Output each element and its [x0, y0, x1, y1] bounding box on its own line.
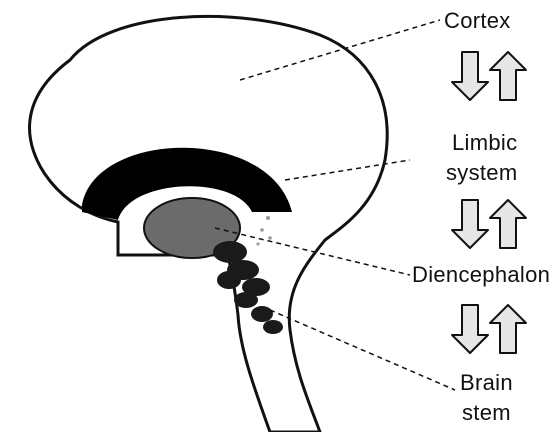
- arrow-down-icon: [452, 200, 488, 248]
- label-brainstem-line1: Brain: [460, 372, 513, 394]
- label-cortex: Cortex: [444, 10, 511, 32]
- label-limbic-line1: Limbic: [452, 132, 517, 154]
- label-diencephalon: Diencephalon: [412, 264, 550, 286]
- arrow-up-icon: [490, 200, 526, 248]
- arrow-down-icon: [452, 305, 488, 353]
- arrow-up-icon: [490, 305, 526, 353]
- arrow-up-icon: [490, 52, 526, 100]
- label-brainstem-line2: stem: [462, 402, 511, 424]
- label-limbic-line2: system: [446, 162, 517, 184]
- arrow-down-icon: [452, 52, 488, 100]
